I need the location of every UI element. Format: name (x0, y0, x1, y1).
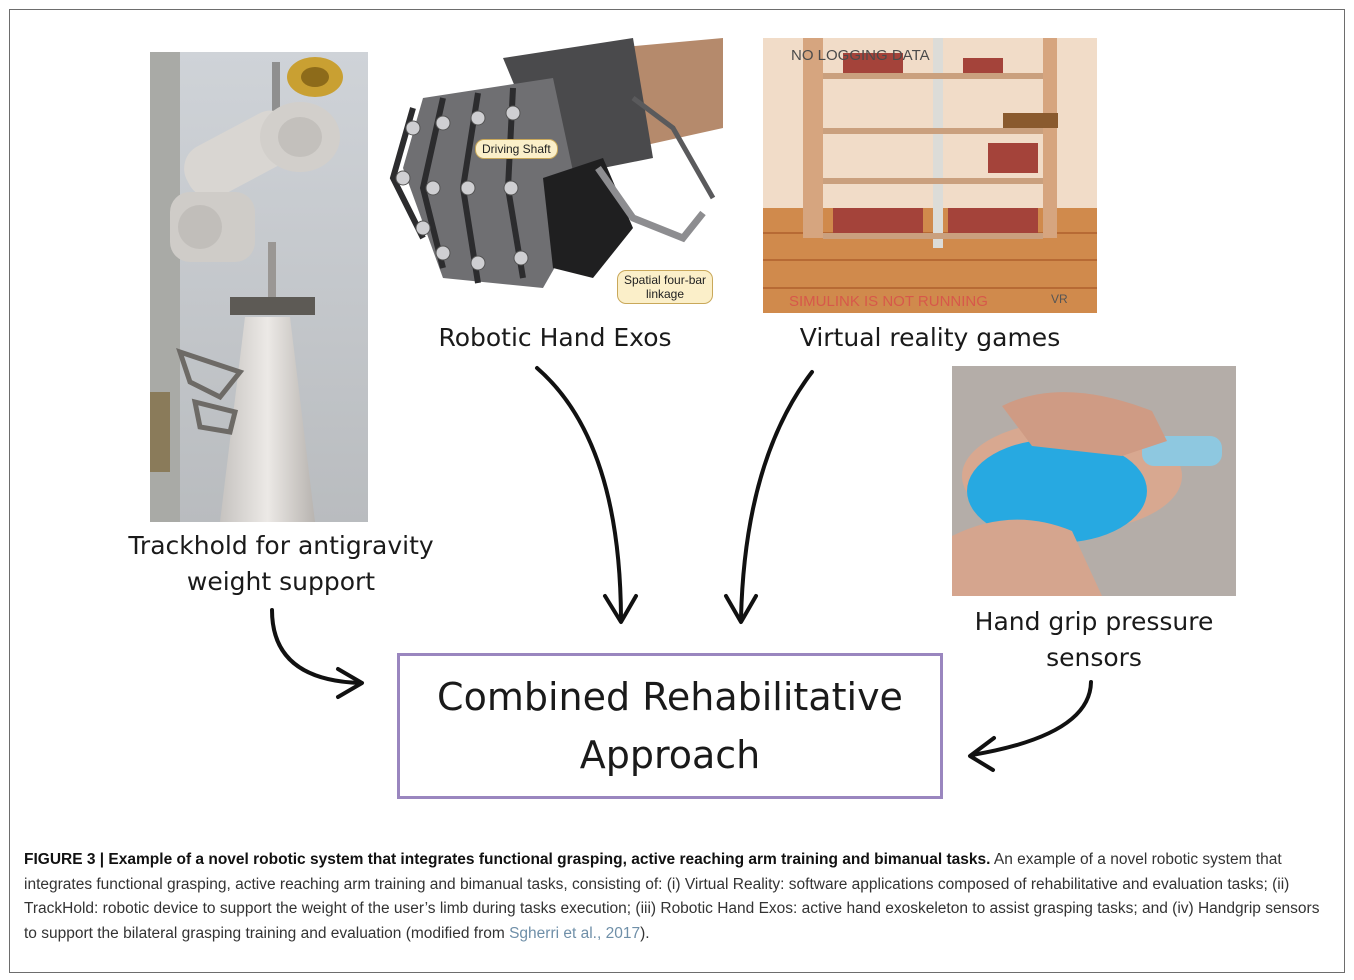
trackhold-label-line1: Trackhold for antigravity (128, 531, 434, 560)
driving-shaft-callout: Driving Shaft (475, 139, 558, 159)
caption-end: ). (640, 924, 650, 942)
vr-overlay-bottom: SIMULINK IS NOT RUNNING (789, 293, 988, 310)
trackhold-device-image (150, 52, 368, 522)
caption-title: FIGURE 3 | Example of a novel robotic sy… (24, 851, 991, 868)
hand-exos-label: Robotic Hand Exos (420, 320, 690, 356)
arrow-grip (970, 680, 1093, 757)
caption-body: An example of a novel robotic system tha… (24, 851, 1320, 942)
vr-game-photo: NO LOGGING DATA SIMULINK IS NOT RUNNING … (763, 38, 1097, 313)
arrowhead-vr (724, 594, 758, 624)
vr-games-label-text: Virtual reality games (799, 323, 1061, 352)
combined-approach-box: Combined Rehabilitative Approach (397, 653, 943, 799)
four-bar-linkage-text-1: Spatial four-bar (624, 273, 707, 287)
arrow-vr (739, 370, 814, 620)
hand-grip-bulb-image (952, 366, 1236, 596)
citation-link[interactable]: Sgherri et al., 2017 (509, 924, 641, 942)
trackhold-photo (150, 52, 368, 522)
vr-logo: VR (1051, 292, 1068, 306)
arrowhead-hand-exos (603, 594, 638, 624)
grip-label: Hand grip pressure sensors (949, 604, 1239, 676)
four-bar-linkage-callout: Spatial four-bar linkage (617, 270, 714, 304)
vr-games-label: Virtual reality games (780, 320, 1080, 356)
trackhold-label-line2: weight support (186, 567, 376, 596)
arrowhead-grip (968, 736, 996, 772)
grip-label-line1: Hand grip pressure (974, 607, 1214, 636)
driving-shaft-text: Driving Shaft (482, 142, 551, 156)
arrow-trackhold (270, 608, 362, 685)
figure-caption: FIGURE 3 | Example of a novel robotic sy… (24, 848, 1330, 946)
arrow-hand-exos (535, 366, 623, 620)
vr-bookshelf-scene-image: NO LOGGING DATA SIMULINK IS NOT RUNNING … (763, 38, 1097, 313)
arrowhead-trackhold (336, 667, 364, 699)
trackhold-label: Trackhold for antigravity weight support (108, 528, 454, 600)
grip-label-line2: sensors (1046, 643, 1142, 672)
hand-exos-label-text: Robotic Hand Exos (438, 323, 672, 352)
combined-approach-line1: Combined Rehabilitative (437, 675, 903, 719)
grip-sensor-photo (952, 366, 1236, 596)
combined-approach-line2: Approach (579, 733, 761, 777)
four-bar-linkage-text-2: linkage (646, 287, 685, 301)
vr-overlay-top: NO LOGGING DATA (791, 47, 930, 64)
